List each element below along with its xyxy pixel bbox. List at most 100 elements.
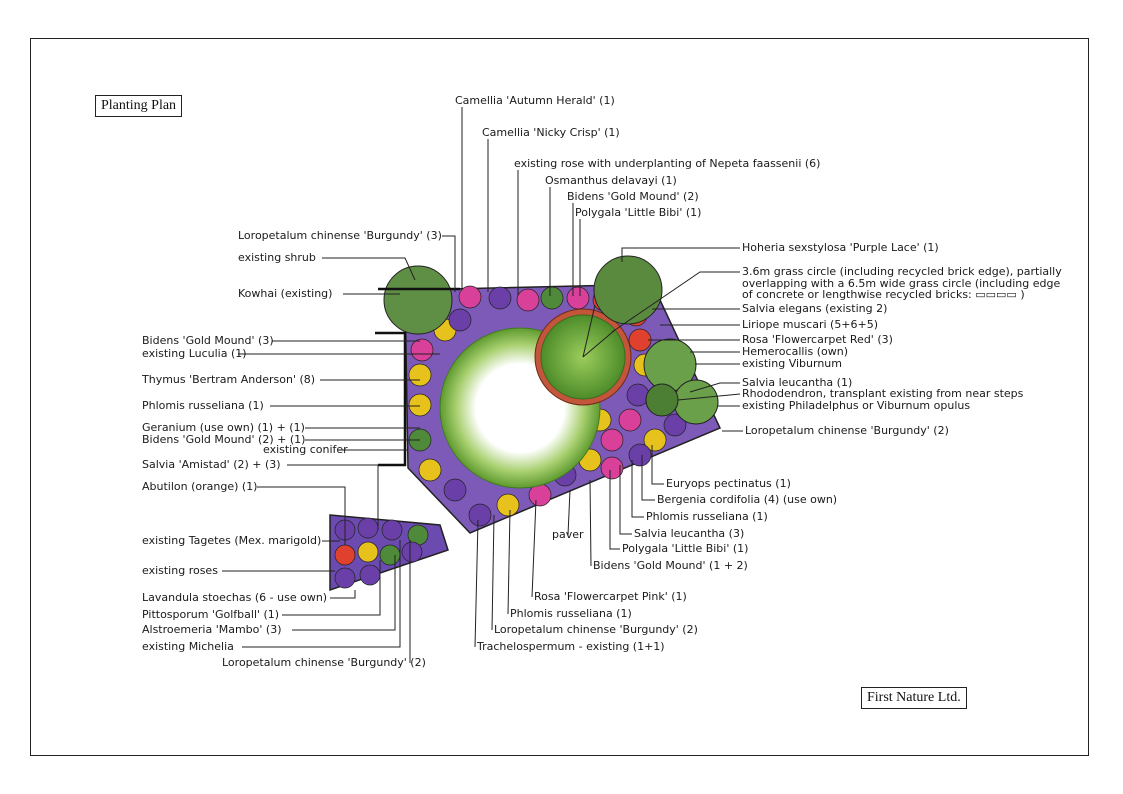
leader-line — [609, 470, 620, 550]
leader-line — [257, 486, 346, 545]
plant-clump — [663, 413, 687, 437]
plant-clump — [516, 288, 540, 312]
leader-line — [589, 479, 592, 567]
plant-clump — [357, 517, 379, 539]
plant-label-salvia-leucantha-b: Salvia leucantha (3) — [634, 527, 744, 540]
plant-label-viburnum: existing Viburnum — [742, 357, 842, 370]
plant-clump — [643, 428, 667, 452]
plant-label-rosa-red: Rosa 'Flowercarpet Red' (3) — [742, 333, 893, 346]
plant-label-hemerocallis: Hemerocallis (own) — [742, 345, 848, 358]
plant-label-osmanthus: Osmanthus delavayi (1) — [545, 174, 677, 187]
plant-label-lavandula: Lavandula stoechas (6 - use own) — [142, 591, 327, 604]
leader-line — [619, 465, 632, 535]
plant-label-rhododendron: Rhododendron, transplant existing from n… — [742, 387, 1024, 400]
plant-label-phlomis-left: Phlomis russeliana (1) — [142, 399, 264, 412]
plant-clump — [379, 544, 401, 566]
leader-lines — [222, 107, 743, 663]
plant-clump — [401, 541, 423, 563]
philadelphus-shrub — [673, 379, 719, 425]
plant-clump — [408, 393, 432, 417]
leader-line — [621, 247, 740, 262]
plant-label-loropetalum-b: Loropetalum chinense 'Burgundy' (2) — [494, 623, 698, 636]
plant-clump — [418, 458, 442, 482]
plant-label-grass-circle-2: overlapping with a 6.5m wide grass circl… — [742, 277, 1060, 290]
plant-clump — [408, 363, 432, 387]
leader-line — [677, 393, 741, 401]
plant-label-kowhai: Kowhai (existing) — [238, 287, 332, 300]
leader-line — [322, 257, 416, 281]
plant-clump — [566, 286, 590, 310]
plant-clump — [628, 443, 652, 467]
plant-clump — [359, 564, 381, 586]
plant-label-salvia-leucantha-r: Salvia leucantha (1) — [742, 376, 852, 389]
plant-label-trachelospermum: Trachelospermum - existing (1+1) — [476, 640, 665, 653]
leader-line — [282, 560, 381, 616]
plant-label-existing-roses: existing roses — [142, 564, 218, 577]
plant-label-philadelphus: existing Philadelphus or Viburnum opulus — [742, 399, 970, 412]
plant-clump — [600, 428, 624, 452]
plant-label-grass-circle-3: of concrete or lengthwise recycled brick… — [742, 288, 1025, 301]
plant-label-loropetalum-bl: Loropetalum chinense 'Burgundy' (2) — [222, 656, 426, 669]
plant-label-geranium: Geranium (use own) (1) + (1) — [142, 421, 305, 434]
company-name: First Nature Ltd. — [861, 687, 967, 709]
plant-clump — [357, 541, 379, 563]
plant-clump — [334, 567, 356, 589]
leader-line — [442, 235, 456, 292]
plant-label-bidens-top: Bidens 'Gold Mound' (2) — [567, 190, 699, 203]
plant-label-salvia-elegans: Salvia elegans (existing 2) — [742, 302, 887, 315]
plant-label-michelia: existing Michelia — [142, 640, 234, 653]
plant-label-thymus: Thymus 'Bertram Anderson' (8) — [141, 373, 315, 386]
plant-label-bidens-left: Bidens 'Gold Mound' (3) — [142, 334, 274, 347]
leader-line — [474, 519, 479, 648]
plant-label-camellia-nicky: Camellia 'Nicky Crisp' (1) — [482, 126, 620, 139]
plant-clump — [488, 286, 512, 310]
plant-clump — [496, 493, 520, 517]
plant-label-existing-shrub: existing shrub — [238, 251, 316, 264]
leader-line — [242, 540, 401, 648]
plant-clump — [628, 328, 652, 352]
plant-label-tagetes: existing Tagetes (Mex. marigold) — [142, 534, 321, 547]
plant-label-grass-circle-1: 3.6m grass circle (including recycled br… — [742, 265, 1062, 278]
leader-line — [330, 590, 356, 599]
leader-line — [287, 464, 379, 530]
boundary-wall-left — [375, 331, 407, 467]
plant-label-existing-conifer: existing conifer — [263, 443, 348, 456]
drawing-frame — [30, 38, 1089, 756]
plant-clump — [540, 286, 564, 310]
plant-label-existing-rose: existing rose with underplanting of Nepe… — [514, 157, 820, 170]
leader-line — [689, 382, 740, 393]
plant-label-paver: paver — [552, 528, 584, 541]
plant-clump — [334, 544, 356, 566]
plant-label-rosa-pink: Rosa 'Flowercarpet Pink' (1) — [534, 590, 687, 603]
plant-label-existing-luculia: existing Luculia (1) — [142, 347, 247, 360]
plant-label-euryops: Euryops pectinatus (1) — [666, 477, 791, 490]
plant-labels: Camellia 'Autumn Herald' (1)Camellia 'Ni… — [141, 94, 1062, 669]
leader-line — [491, 514, 495, 631]
leader-line — [507, 509, 511, 615]
plant-label-polygala-b: Polygala 'Little Bibi' (1) — [622, 542, 748, 555]
plant-clump — [381, 519, 403, 541]
plant-label-pittosporum: Pittosporum 'Golfball' (1) — [142, 608, 279, 621]
plant-clump — [448, 308, 472, 332]
rhododendron-shrub — [645, 383, 679, 417]
plant-label-salvia-amistad: Salvia 'Amistad' (2) + (3) — [142, 458, 281, 471]
plant-label-abutilon: Abutilon (orange) (1) — [142, 480, 257, 493]
plant-label-liriope: Liriope muscari (5+6+5) — [742, 318, 878, 331]
plant-label-phlomis-r: Phlomis russeliana (1) — [646, 510, 768, 523]
plant-label-alstroemeria: Alstroemeria 'Mambo' (3) — [142, 623, 282, 636]
plant-label-loropetalum-top: Loropetalum chinense 'Burgundy' (3) — [238, 229, 442, 242]
plant-clump — [458, 285, 482, 309]
kowhai-tree — [383, 265, 453, 335]
planting-plan-title: Planting Plan — [95, 95, 183, 117]
leader-line — [631, 460, 644, 518]
plant-clump — [468, 503, 492, 527]
plant-label-hoheria: Hoheria sexstylosa 'Purple Lace' (1) — [742, 241, 939, 254]
plant-clump — [600, 456, 624, 480]
plant-clump — [443, 478, 467, 502]
leader-line — [567, 489, 571, 536]
plant-label-bergenia: Bergenia cordifolia (4) (use own) — [657, 493, 837, 506]
hoheria-tree — [593, 255, 663, 325]
leader-line — [641, 455, 655, 501]
leader-line — [531, 499, 537, 598]
